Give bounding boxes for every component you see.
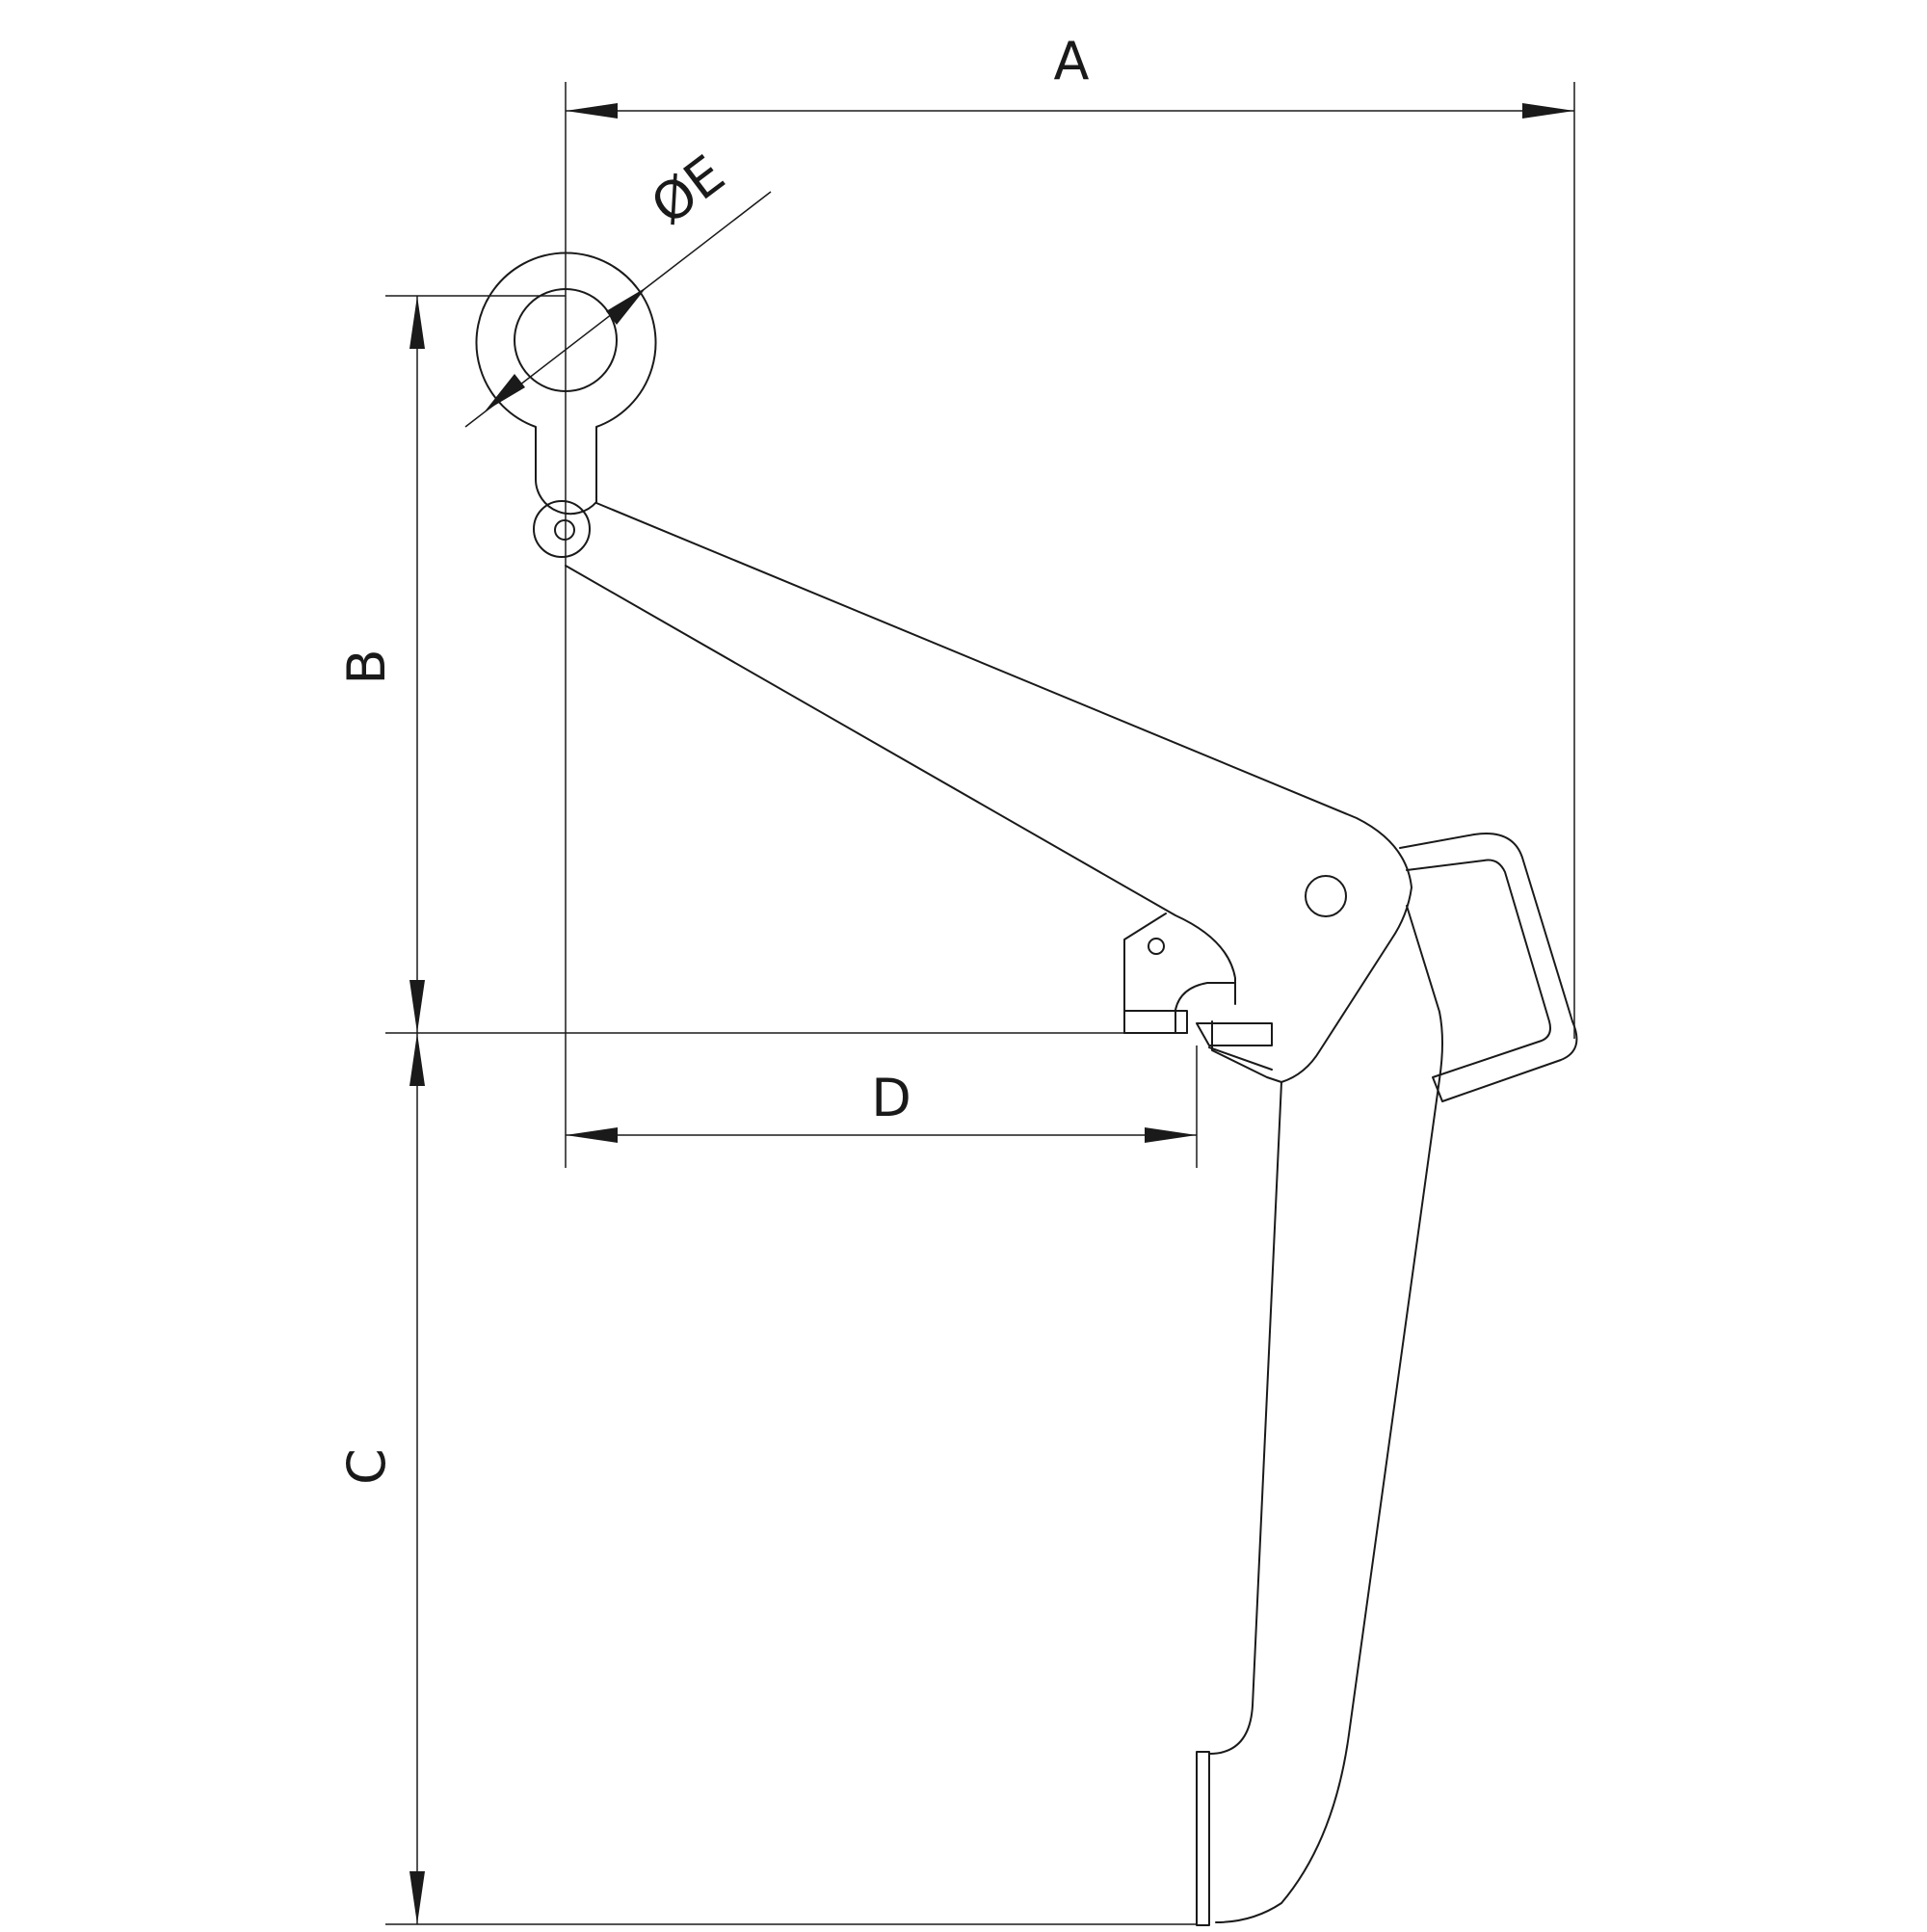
dim-d-arrow-right [1145,1127,1197,1143]
dim-b-arrow-bottom [409,980,425,1033]
handle [1399,833,1578,1102]
dim-a-label: A [1054,31,1090,92]
dim-c-arrow-top [409,1033,425,1086]
dim-e-arrow-upper [606,287,647,325]
dim-a-arrow-left [566,103,618,119]
dim-a-arrow-right [1522,103,1574,119]
lifting-eye-outer [475,251,657,516]
dim-b-label: B [336,648,397,684]
dimension-b: B [336,296,425,1033]
dim-b-arrow-top [409,296,425,349]
main-pivot-hole [1305,875,1347,917]
dimension-a: A [566,31,1574,119]
bottom-jaw-plate [1196,1751,1210,1926]
arm-pivot-hole [554,519,575,541]
jaw-cam [1123,913,1188,1034]
right-jaw-pad [1196,1022,1273,1046]
lifting-clamp [475,251,1578,1926]
jaw-pad [1123,1010,1188,1034]
jaw-wedge [1208,1046,1273,1071]
dim-e-label: ØE [640,144,735,236]
dim-c-arrow-bottom [409,1871,425,1924]
clamp-body-front [1208,1081,1282,1755]
arm-pivot-boss [533,500,591,558]
upper-arm [595,502,1412,1083]
dimension-d: D [566,1068,1197,1143]
jaw-pin [1148,938,1165,955]
dim-d-label: D [871,1068,911,1128]
upper-arm-lower-edge [565,565,1236,1005]
dim-c-label: C [336,1448,397,1485]
dim-d-arrow-left [566,1127,618,1143]
dimension-c: C [336,1033,425,1924]
jaw-cam-inner [1175,982,1236,1034]
dim-e-arrow-lower [485,374,525,411]
dimension-e: ØE [464,144,772,428]
clamp-body-back [1215,905,1443,1923]
extension-lines [385,82,1575,1925]
